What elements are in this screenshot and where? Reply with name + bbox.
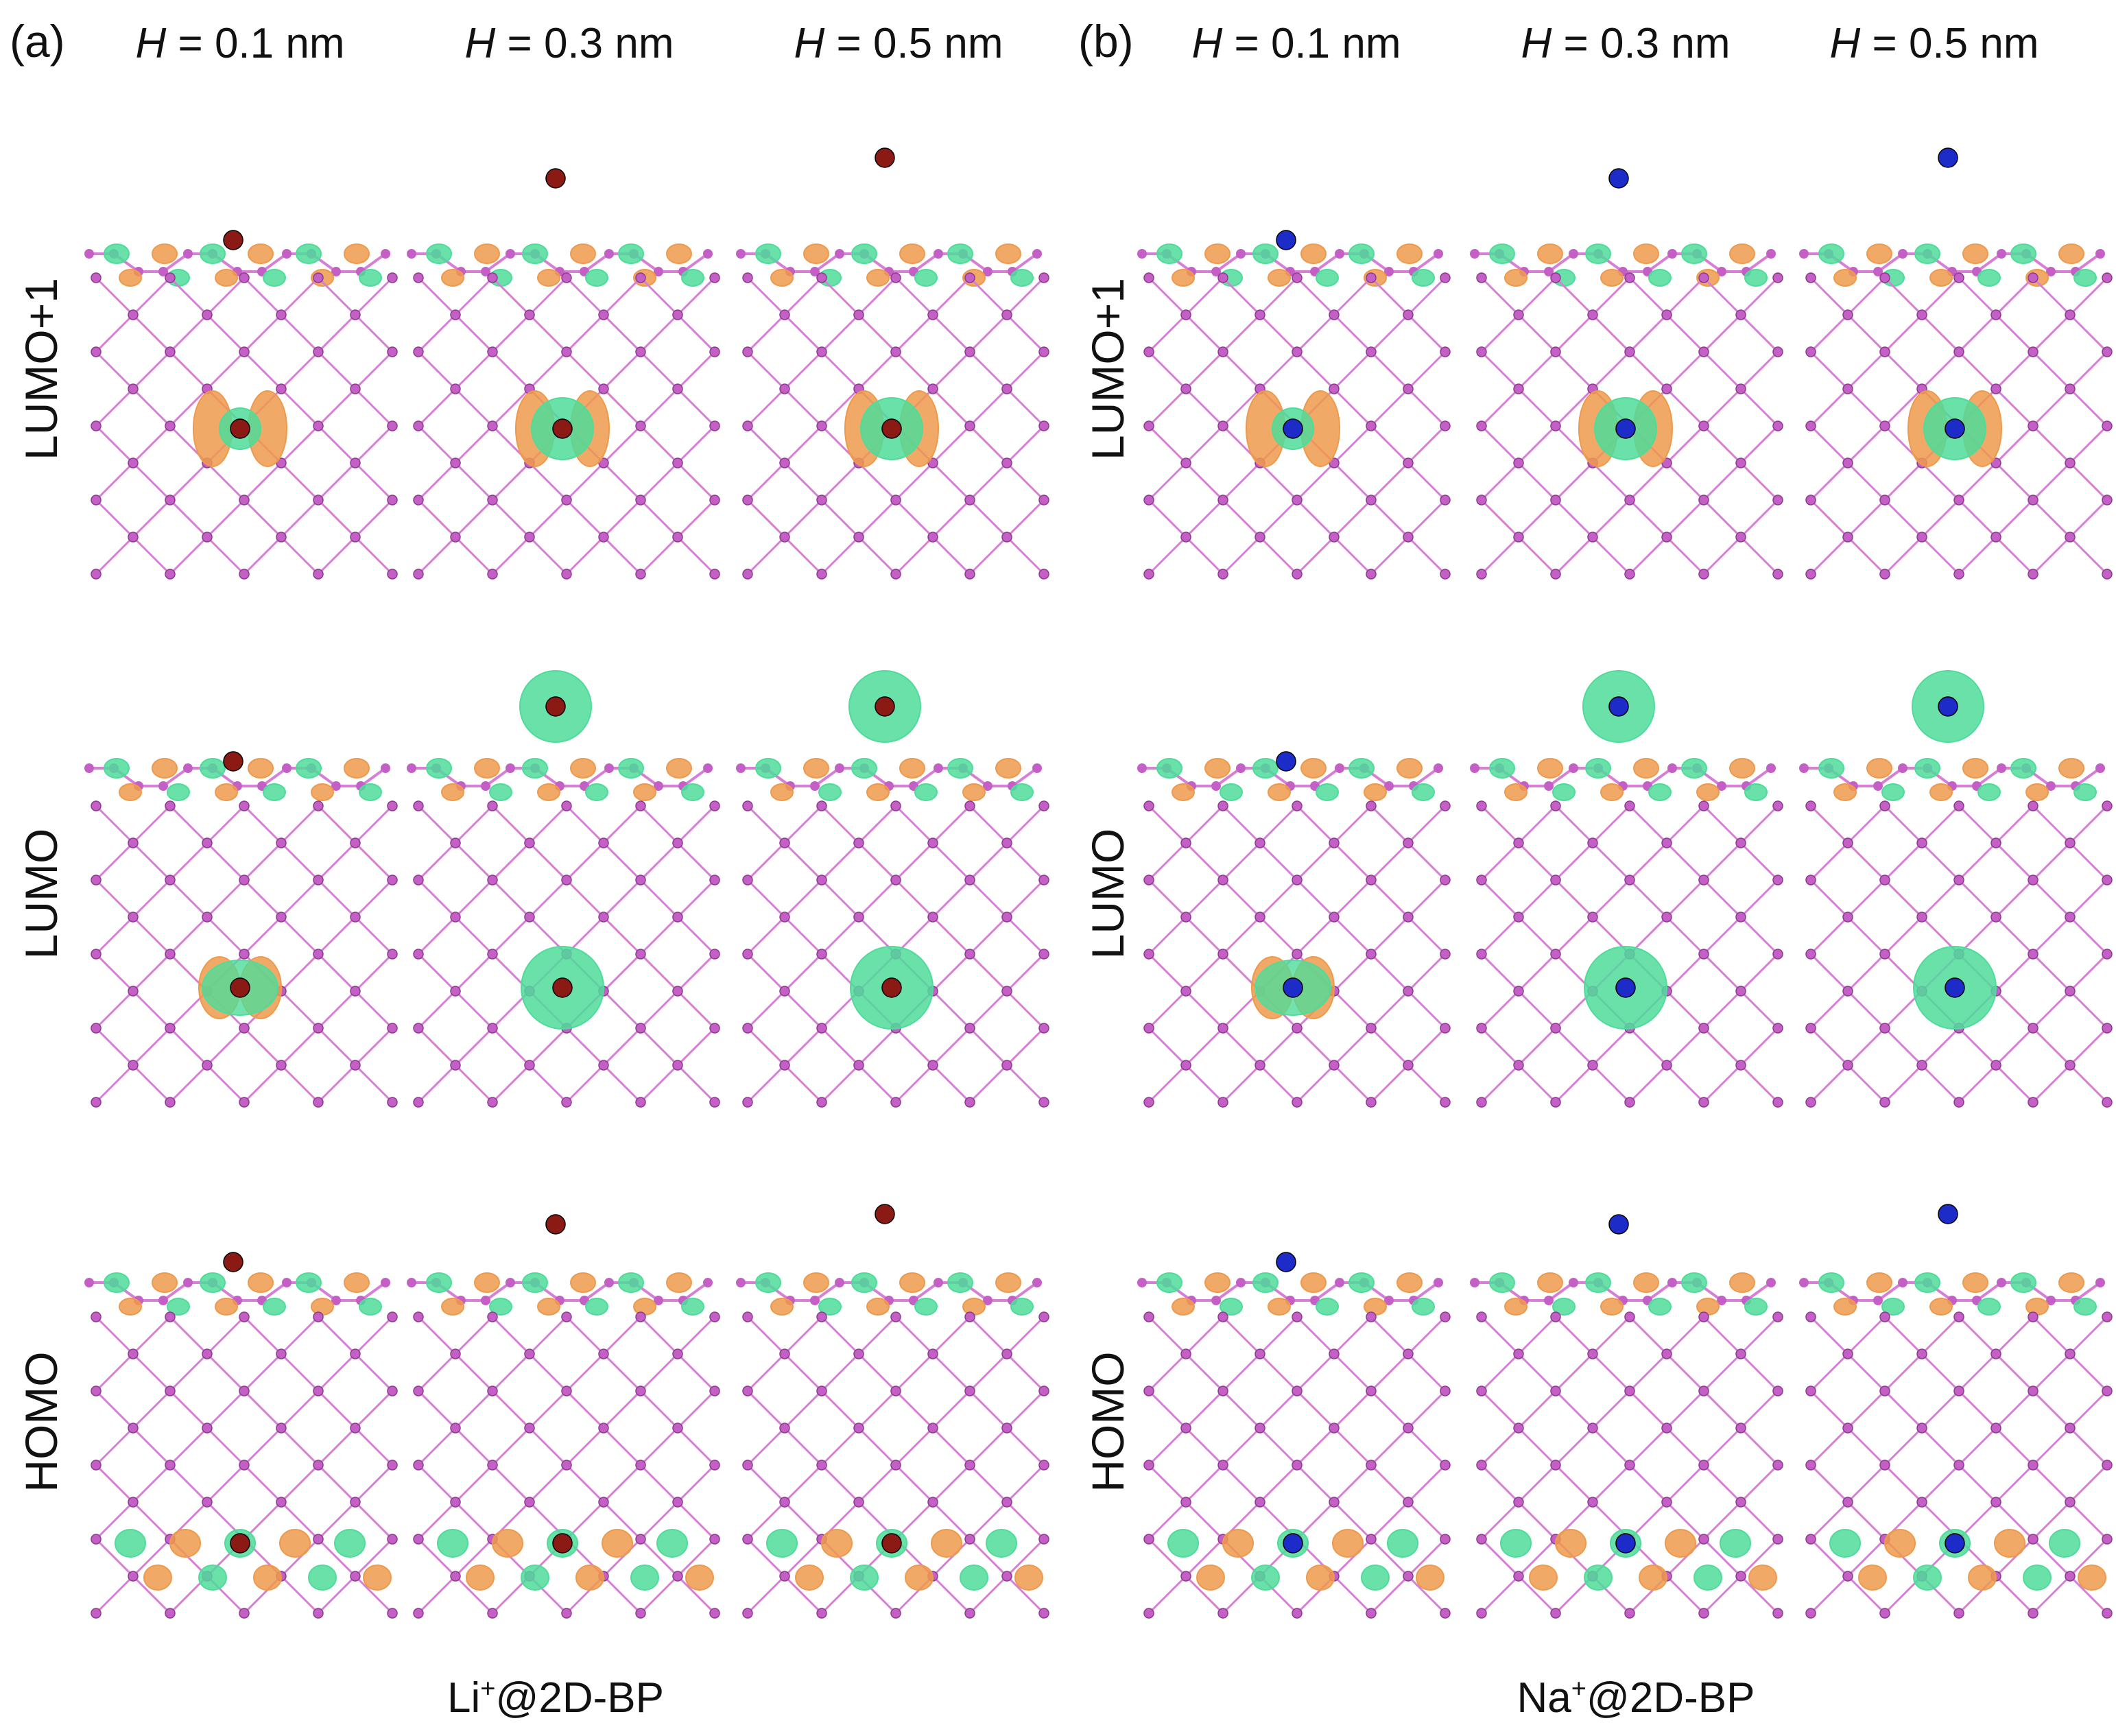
orbital-cell-b-homo-2 [1470,1214,1783,1619]
column-header-a-3: H = 0.5 nm [794,20,1003,67]
row-label-a-homo: HOMO [16,1351,67,1493]
orbital-cell-a-lumoplus1-3 [736,147,1049,580]
top-view [413,800,720,1108]
panel-b-letter: (b) [1078,16,1134,67]
side-view [1137,230,1443,287]
top-view [742,800,1049,1108]
top-view [413,1311,720,1619]
orbital-cell-a-lumoplus1-1 [84,230,398,580]
top-view [742,1311,1049,1619]
orbital-cell-b-lumoplus1-3 [1799,147,2113,580]
top-view [1805,800,2113,1108]
orbital-cell-b-homo-3 [1799,1204,2113,1619]
row-label-a-lumo: LUMO [16,828,67,960]
orbital-cell-b-lumoplus1-2 [1470,168,1783,580]
side-view [407,168,713,287]
top-view [1143,1311,1451,1619]
orbital-cell-b-lumo-2 [1470,670,1783,1108]
top-view [91,800,398,1108]
column-header-b-2: H = 0.3 nm [1521,20,1731,67]
side-view [1137,1252,1443,1316]
orbital-cell-b-homo-1 [1137,1252,1451,1619]
orbital-cell-a-lumo-3 [736,670,1049,1108]
side-view [736,1204,1042,1316]
side-view [84,751,390,801]
orbital-cell-b-lumoplus1-1 [1137,230,1451,580]
column-header-a-1: H = 0.1 nm [135,20,345,67]
side-view [1799,147,2105,287]
row-label-b-lumo1: LUMO+1 [1082,278,1133,460]
top-view [413,272,720,580]
orbital-cell-a-homo-2 [407,1214,720,1619]
orbital-cell-a-lumo-2 [407,670,720,1108]
side-view [1799,1204,2105,1316]
top-view [742,272,1049,580]
side-view [1470,168,1776,287]
side-view [84,230,390,287]
side-view [1470,1214,1776,1316]
orbital-cell-b-lumo-3 [1799,670,2113,1108]
orbital-cell-a-homo-1 [84,1252,398,1619]
orbital-cell-a-lumoplus1-2 [407,168,720,580]
side-view [736,670,1042,801]
top-view [1476,272,1783,580]
column-header-b-1: H = 0.1 nm [1191,20,1401,67]
row-label-b-homo: HOMO [1082,1351,1133,1493]
side-view [407,670,713,801]
orbital-cell-a-lumo-1 [84,751,398,1108]
top-view [1476,1311,1783,1619]
top-view [1805,1311,2113,1619]
orbital-cell-a-homo-3 [736,1204,1049,1619]
top-view [1143,800,1451,1108]
top-view [1476,800,1783,1108]
caption-a: Li+@2D-BP [447,1674,665,1722]
orbital-cell-b-lumo-1 [1137,751,1451,1108]
side-view [84,1252,390,1316]
top-view [1143,272,1451,580]
top-view [91,272,398,580]
side-view [736,147,1042,287]
side-view [407,1214,713,1316]
row-label-a-lumo1: LUMO+1 [16,278,67,460]
side-view [1799,670,2105,801]
top-view [91,1311,398,1619]
column-header-b-3: H = 0.5 nm [1829,20,2039,67]
top-view [1805,272,2113,580]
row-label-b-lumo: LUMO [1082,828,1133,960]
side-view [1137,751,1443,801]
caption-b: Na+@2D-BP [1517,1674,1755,1722]
side-view [1470,670,1776,801]
column-header-a-2: H = 0.3 nm [464,20,674,67]
panel-a-letter: (a) [10,16,65,67]
